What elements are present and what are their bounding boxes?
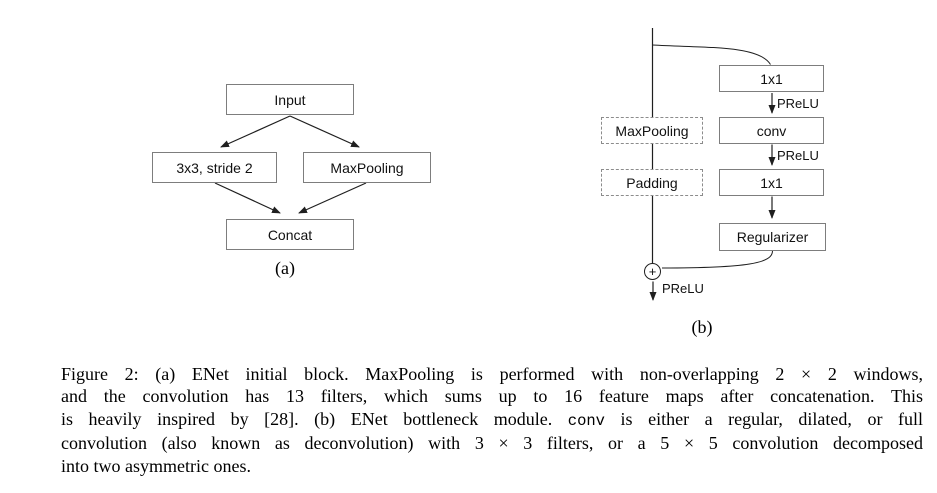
caption-line-2: and the convolution has 13 filters, whic… <box>61 386 923 407</box>
caption-line-3: is heavily inspired by [28]. (b) ENet bo… <box>61 408 923 432</box>
bottleneck-conv-label: conv <box>756 122 787 139</box>
panel-b-label: (b) <box>691 317 713 337</box>
initial-block-conv-label: 3x3, stride 2 <box>176 159 253 176</box>
prelu-label-1: PReLU <box>777 96 819 111</box>
bottleneck-1x1-top-box: 1x1 <box>719 65 824 92</box>
prelu-label-out: PReLU <box>662 281 704 296</box>
bottleneck-1x1-bottom-box: 1x1 <box>719 169 824 196</box>
bottleneck-regularizer-box: Regularizer <box>719 223 826 251</box>
prelu-label-2: PReLU <box>777 148 819 163</box>
caption-line-3-mono: conv <box>567 411 605 430</box>
bottleneck-conv-box: conv <box>719 117 824 144</box>
bottleneck-padding-box: Padding <box>601 169 703 196</box>
caption-line-5: into two asymmetric ones. <box>61 455 251 476</box>
initial-block-maxpool-box: MaxPooling <box>303 152 431 183</box>
panel-a-label: (a) <box>275 258 295 278</box>
plus-sign: + <box>648 264 657 279</box>
initial-block-concat-label: Concat <box>267 226 313 243</box>
initial-block-concat-box: Concat <box>226 219 354 250</box>
figure-connectors <box>214 28 776 301</box>
initial-block-input-box: Input <box>226 84 354 115</box>
caption-line-1: Figure 2: (a) ENet initial block. MaxPoo… <box>61 364 923 384</box>
bottleneck-padding-label: Padding <box>626 174 678 191</box>
caption-line-3-post: is either a regular, dilated, or full <box>605 408 923 429</box>
caption-line-4: convolution (also known as deconvolution… <box>61 433 923 454</box>
initial-block-input-label: Input <box>274 91 306 108</box>
initial-block-conv-box: 3x3, stride 2 <box>152 152 277 183</box>
initial-block-maxpool-label: MaxPooling <box>330 159 404 176</box>
bottleneck-1x1-bottom-label: 1x1 <box>760 174 783 191</box>
bottleneck-maxpool-label: MaxPooling <box>615 122 689 139</box>
bottleneck-1x1-top-label: 1x1 <box>760 70 783 87</box>
figure-caption: Figure 2: (a) ENet initial block. MaxPoo… <box>61 363 923 477</box>
bottleneck-regularizer-label: Regularizer <box>736 229 809 245</box>
elementwise-add-icon: + <box>644 263 661 280</box>
caption-line-3-pre: is heavily inspired by [28]. (b) ENet bo… <box>61 408 568 429</box>
bottleneck-maxpool-box: MaxPooling <box>601 117 703 144</box>
